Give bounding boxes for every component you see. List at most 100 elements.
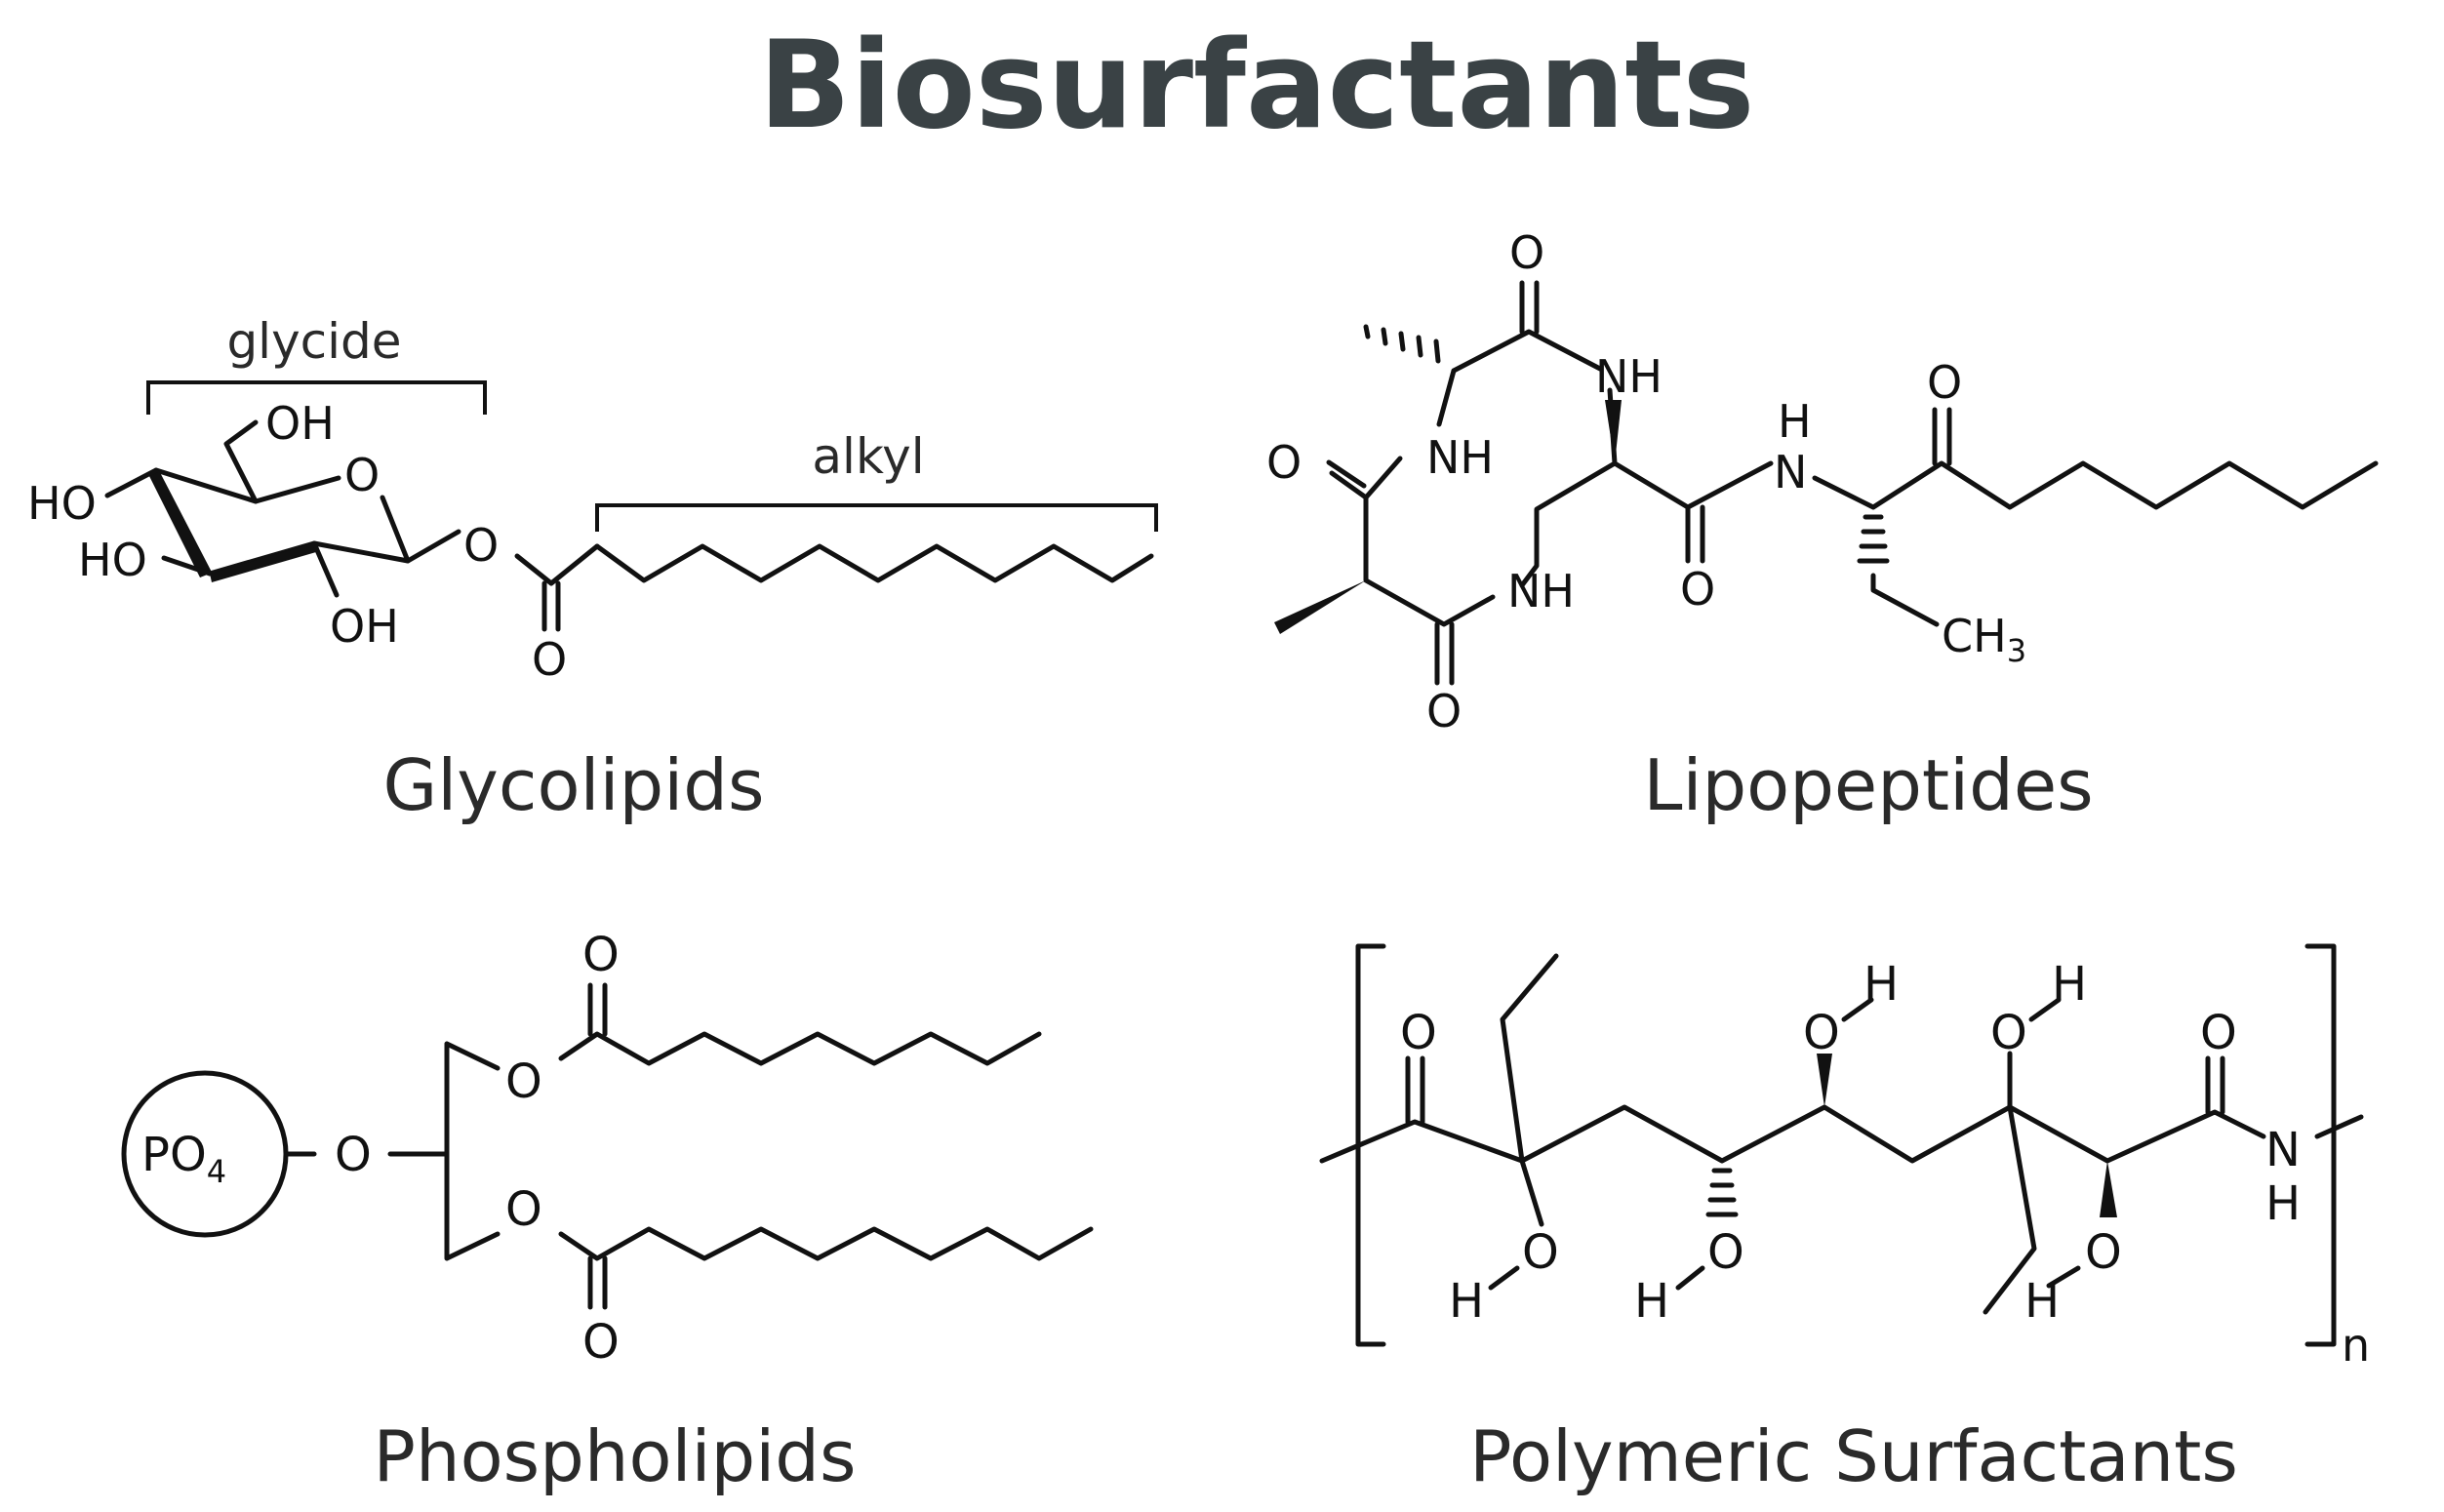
page-title: Biosurfactants [759,16,1755,156]
atom-ch3-sub: 3 [2007,632,2026,669]
atom-oh-top: OH [265,397,335,450]
oh-h-bond-4 [2028,997,2062,1022]
ethyl-chain [1870,573,1940,627]
left-carbonyl [1326,459,1369,500]
atom-ch3: CH3 [1942,610,2026,669]
upper-left-chain [1451,329,1603,374]
atom-o-bottom-carbonyl: O [582,1315,620,1370]
mid-carbonyl [1685,504,1705,564]
atom-o-bottom-ester: O [505,1182,542,1237]
atom-h-oh2: H [2052,957,2087,1012]
right-ring-side [1519,387,1774,588]
lower-ester [558,1226,1094,1261]
atom-po4: PO4 [141,1128,226,1190]
glycosidic-bond [405,529,461,564]
atom-n-amide: N [2265,1123,2301,1177]
sugar-ring-bold-edge [148,470,210,577]
polymer-main-chain [1319,1104,2364,1164]
atom-h-low1: H [1449,1274,1484,1329]
oh-h-bond-1 [1488,1265,1520,1291]
atom-nh-left: NH [1426,431,1494,484]
atom-po4-sub: 4 [207,1153,226,1190]
atom-po4-main: PO [141,1128,207,1182]
alkyl-label: alkyl [812,428,924,485]
amide-chain [1812,460,2379,510]
upper-ester [558,1031,1042,1066]
alkyl-chain [594,543,1154,583]
ch2oh-bond [223,419,259,504]
atom-oh-bottom: OH [330,600,399,653]
oh-h-bond-5 [2046,1265,2081,1289]
left-ring-side [1363,368,1496,627]
atom-o-top-carbonyl: O [582,928,620,982]
atom-o-bottom: O [1426,685,1462,737]
atom-o-low3: O [2085,1225,2122,1280]
atom-ch3-main: CH [1942,610,2007,662]
polymeric-panel: O O H O H O O H O H O H N H n Polymeric … [1319,943,2370,1497]
atom-o-oh1: O [1803,1006,1840,1060]
caption-lipopeptides: Lipopeptides [1643,744,2093,826]
glycide-bracket [146,380,487,415]
atom-h-amide: H [1778,395,1812,448]
atom-h-oh1: H [1863,957,1899,1012]
carbonyl-bond [541,580,561,632]
atom-o-mid: O [1680,563,1715,616]
atom-nh-top: NH [1595,350,1663,403]
atom-o-oh2: O [1990,1006,2027,1060]
right-carbonyl [2205,1055,2225,1115]
lipopeptides-panel: O NH O NH H N O NH O O CH3 Lipopeptides [1266,226,2379,826]
atom-nh-bottom: NH [1507,565,1575,617]
hashed-ethyl [1857,514,1890,564]
upper-carbonyl [587,982,608,1037]
atom-o-top: O [1509,226,1544,279]
atom-n-amide: N [1774,446,1807,498]
atom-o-low1: O [1522,1225,1559,1280]
atom-h-low2: H [1634,1274,1669,1329]
atom-o-top-ester: O [505,1054,542,1109]
glycolipids-panel: glycide alkyl OH HO O HO OH O O Glycolip… [27,313,1158,826]
ketone-bond [1932,407,1952,466]
repeat-subscript-n: n [2342,1319,2370,1372]
glycerol-backbone [283,1041,501,1261]
caption-polymeric: Polymeric Surfactants [1469,1415,2238,1497]
hashed-oh-2 [1705,1168,1739,1217]
atom-o-carbonyl-left: O [1400,1006,1437,1060]
lower-carbonyl [587,1255,608,1310]
ho-lower-bond [161,555,213,577]
caption-phospholipids: Phospholipids [374,1415,857,1497]
sugar-ring-bold-bottom [210,543,316,582]
ester-bonds [514,543,600,586]
atom-ester-o: O [463,519,499,572]
left-carbonyl [1405,1055,1425,1125]
atom-o-ketone: O [1927,356,1962,409]
atom-o-carbonyl-right: O [2200,1006,2237,1060]
atom-ho-left: HO [27,477,97,530]
right-repeat-bracket [2304,943,2337,1347]
wedge-oh-up-1 [1817,1054,1832,1107]
glycide-label: glycide [226,313,401,370]
top-carbonyl [1519,280,1540,335]
oh-h-bond-2 [1675,1265,1705,1291]
atom-h-amide: H [2265,1176,2301,1231]
bottom-carbonyl [1434,621,1455,686]
atom-o-link: O [335,1128,372,1182]
oh-down-1 [1519,1158,1544,1227]
wedge-oh-down [2100,1161,2117,1217]
atom-o-left: O [1266,436,1302,489]
caption-glycolipids: Glycolipids [383,744,765,826]
bold-wedge-nh [1605,400,1622,463]
atom-h-low3: H [2024,1274,2060,1329]
atom-ho-lower: HO [78,534,147,586]
atom-carbonyl-o: O [532,633,567,686]
oh-h-bond-3 [1841,997,1874,1022]
hashed-methyl [1363,324,1441,364]
alkyl-bracket [595,503,1158,532]
atom-ring-o: O [344,449,380,501]
phospholipids-panel: PO4 O O O O O Phospholipids [121,928,1094,1497]
upper-ethyl [1500,953,1559,1164]
lower-ethyl [1983,1104,2037,1315]
ho-left-bond [104,467,159,498]
bold-methyl [1274,580,1366,634]
atom-o-low2: O [1707,1225,1744,1280]
